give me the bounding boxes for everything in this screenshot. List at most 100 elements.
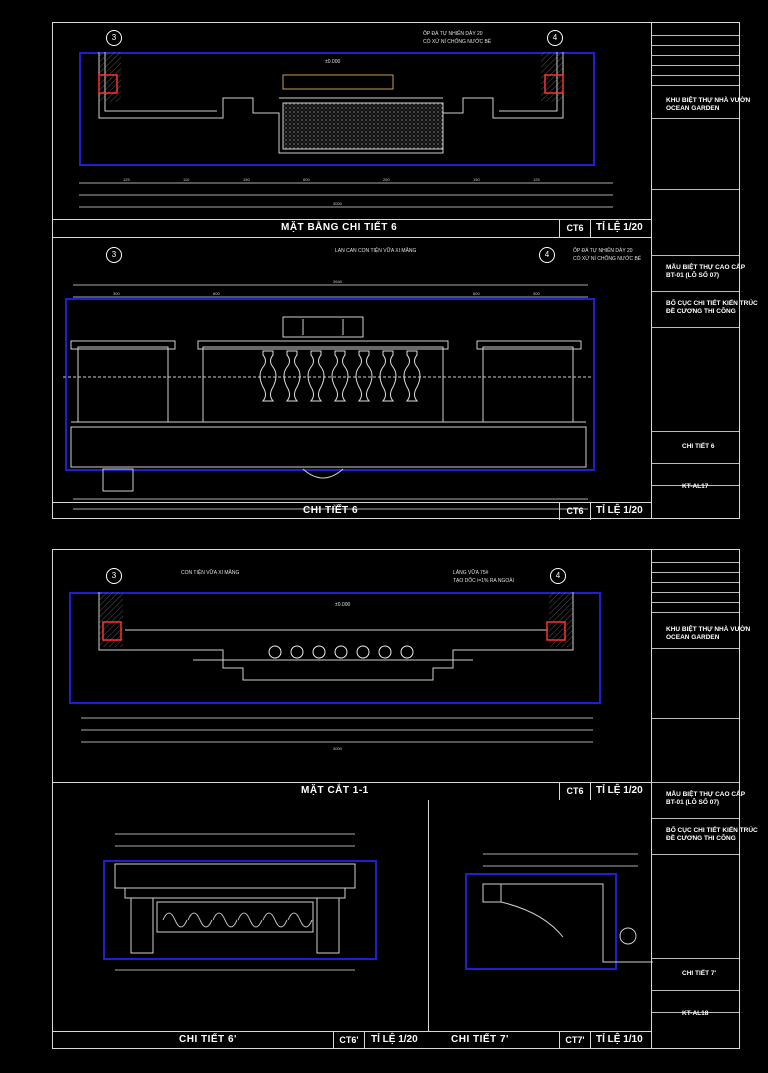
ornament-scroll	[287, 912, 313, 928]
tb1-project: KHU BIỆT THỰ NHÀ VƯỜN	[666, 97, 751, 104]
tb1-house-sub: BT-01 (LÔ SỐ 07)	[666, 272, 720, 279]
svg-text:600: 600	[213, 291, 220, 296]
elevation-note-3: CÓ XỬ NÍ CHỐNG NƯỚC BỂ	[573, 256, 642, 262]
tb1-sheet-no: KT-AL17	[682, 483, 709, 490]
tb1-content-sub: ĐỀ CƯƠNG THI CÔNG	[666, 308, 736, 315]
tb1-detail: CHI TIẾT 6	[682, 443, 715, 450]
ornament-scroll	[237, 912, 263, 928]
detail6-scale: TỈ LỆ 1/20	[371, 1034, 418, 1045]
plan-note-2: CÓ XỬ NÍ CHỐNG NƯỚC BỂ	[423, 39, 492, 45]
baluster-section	[312, 645, 326, 659]
level-mark: ±0.000	[325, 59, 341, 65]
baluster-section	[268, 645, 282, 659]
plan-note-1: ỐP ĐÁ TỰ NHIÊN DÀY 20	[423, 31, 483, 37]
baluster-section	[334, 645, 348, 659]
baluster	[355, 350, 373, 402]
axis-marker-3b: 3	[106, 247, 122, 263]
bottom-title-bar: CHI TIẾT 6' CT6' TỈ LỆ 1/20 CHI TIẾT 7' …	[53, 1031, 651, 1049]
svg-text:2640: 2640	[333, 279, 343, 284]
baluster	[259, 350, 277, 402]
section-note-2: LÁNG VỮA 75#	[453, 570, 489, 576]
tb2-detail: CHI TIẾT 7'	[682, 970, 717, 977]
plan-viewport[interactable]	[79, 52, 595, 166]
svg-text:150: 150	[473, 177, 480, 182]
svg-text:300: 300	[113, 291, 120, 296]
detail6-viewport[interactable]	[103, 860, 377, 960]
section-title: MẶT CẮT 1-1	[301, 785, 369, 796]
baluster	[379, 350, 397, 402]
section-drawing: 3000	[81, 592, 593, 751]
elevation-note-2: ỐP ĐÁ TỰ NHIÊN DÀY 20	[573, 248, 633, 254]
elevation-note-1: LAN CAN CON TIỆN VỮA XI MĂNG	[335, 248, 417, 254]
svg-text:125: 125	[533, 177, 540, 182]
detail7-code: CT7'	[559, 1032, 591, 1049]
plan-drawing: 125 110 150 600 250 150 125 3000	[79, 52, 613, 208]
detail7-drawing	[482, 853, 653, 963]
tb2-content-sub: ĐỀ CƯƠNG THI CÔNG	[666, 835, 736, 842]
tb2-project: KHU BIỆT THỰ NHÀ VƯỜN	[666, 626, 751, 633]
elevation-code: CT6	[559, 503, 591, 520]
elevation-scale: TỈ LỆ 1/20	[596, 505, 643, 516]
section-viewport[interactable]	[69, 592, 601, 704]
baluster	[331, 350, 349, 402]
detail6-code: CT6'	[333, 1032, 365, 1049]
section-note-3: TẠO DỐC i=1% RA NGOÀI	[453, 578, 514, 584]
plan-code: CT6	[559, 220, 591, 237]
svg-text:3000: 3000	[333, 503, 343, 508]
tb1-project-sub: OCEAN GARDEN	[666, 105, 720, 112]
drawing-sheet-1: 3 4 ỐP ĐÁ TỰ NHIÊN DÀY 20 CÓ XỬ NÍ CHỐNG…	[52, 22, 758, 520]
axis-marker-3: 3	[106, 30, 122, 46]
tb2-house-sub: BT-01 (LÔ SỐ 07)	[666, 799, 720, 806]
plan-title-bar: MẶT BẰNG CHI TIẾT 6 CT6 TỈ LỆ 1/20	[53, 219, 651, 237]
drawing-sheet-2: 3 4 CON TIỆN VỮA XI MĂNG LÁNG VỮA 75# TẠ…	[52, 549, 758, 1049]
axis-marker-3c: 3	[106, 568, 122, 584]
axis-marker-4b: 4	[539, 247, 555, 263]
svg-text:110: 110	[183, 177, 190, 182]
ornament-scroll	[187, 912, 213, 928]
baluster	[403, 350, 421, 402]
baluster-section	[290, 645, 304, 659]
baluster	[307, 350, 325, 402]
svg-text:150: 150	[243, 177, 250, 182]
tb2-house: MẪU BIỆT THỰ CAO CẤP	[666, 791, 746, 798]
baluster-section	[400, 645, 414, 659]
baluster-section	[356, 645, 370, 659]
plan-title: MẶT BẰNG CHI TIẾT 6	[281, 222, 398, 233]
title-block-2: KHU BIỆT THỰ NHÀ VƯỜN OCEAN GARDEN MẪU B…	[651, 550, 758, 1048]
elevation-title: CHI TIẾT 6	[303, 505, 359, 516]
svg-text:125: 125	[123, 177, 130, 182]
level-mark-2: ±0.000	[335, 602, 351, 608]
svg-text:250: 250	[383, 177, 390, 182]
svg-text:600: 600	[473, 291, 480, 296]
ornament-scroll	[212, 912, 238, 928]
plan-scale: TỈ LỆ 1/20	[596, 222, 643, 233]
elevation-viewport[interactable]	[65, 298, 595, 471]
tb2-content: BỐ CỤC CHI TIẾT KIẾN TRÚC	[666, 827, 758, 834]
axis-marker-4c: 4	[550, 568, 566, 584]
axis-marker-4: 4	[547, 30, 563, 46]
detail7-title: CHI TIẾT 7'	[451, 1034, 509, 1045]
divider	[428, 800, 429, 1032]
tb2-project-sub: OCEAN GARDEN	[666, 634, 720, 641]
svg-text:3000: 3000	[333, 201, 343, 206]
svg-text:600: 600	[303, 177, 310, 182]
svg-text:3000: 3000	[333, 746, 343, 751]
detail7-viewport[interactable]	[465, 873, 617, 970]
detail6-drawing	[114, 833, 356, 971]
tb1-content: BỐ CỤC CHI TIẾT KIẾN TRÚC	[666, 300, 758, 307]
section-scale: TỈ LỆ 1/20	[596, 785, 643, 796]
tb2-sheet-no: KT-AL18	[682, 1010, 709, 1017]
title-block-1: KHU BIỆT THỰ NHÀ VƯỜN OCEAN GARDEN MẪU B…	[651, 23, 758, 518]
detail7-scale: TỈ LỆ 1/10	[596, 1034, 643, 1045]
detail6-title: CHI TIẾT 6'	[179, 1034, 237, 1045]
elevation-panel	[53, 237, 651, 520]
section-code: CT6	[559, 783, 591, 800]
baluster	[283, 350, 301, 402]
elevation-title-bar: CHI TIẾT 6 CT6 TỈ LỆ 1/20	[53, 502, 651, 520]
section-note-1: CON TIỆN VỮA XI MĂNG	[181, 570, 240, 576]
baluster-section	[378, 645, 392, 659]
ornament-scroll	[162, 912, 188, 928]
section-title-bar: MẶT CẮT 1-1 CT6 TỈ LỆ 1/20	[53, 782, 651, 800]
tb1-house: MẪU BIỆT THỰ CAO CẤP	[666, 264, 746, 271]
